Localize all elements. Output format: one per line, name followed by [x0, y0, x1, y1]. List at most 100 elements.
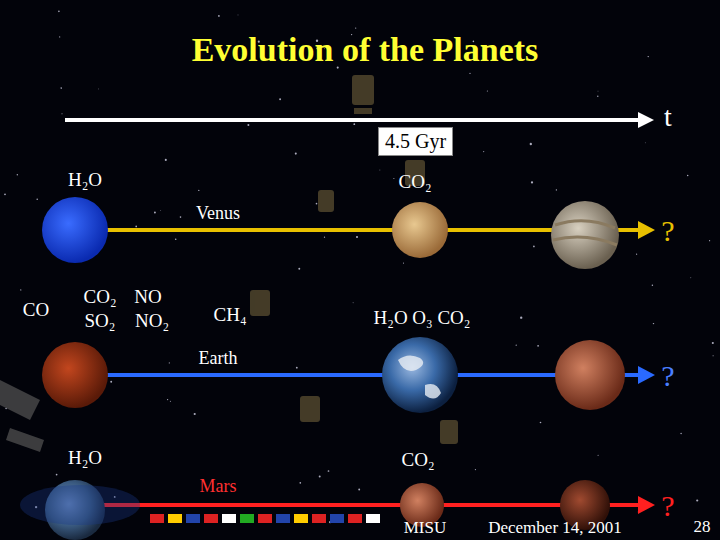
axis-label: t: [664, 102, 672, 133]
star: [296, 367, 298, 369]
star: [475, 469, 476, 470]
star: [295, 153, 297, 155]
star: [709, 240, 710, 241]
star: [597, 90, 599, 92]
star: [352, 302, 354, 304]
cloud-band: [553, 221, 617, 245]
planet-name: Mars: [200, 477, 237, 497]
star: [713, 355, 714, 356]
star: [4, 193, 6, 195]
venus-image: [392, 202, 448, 258]
star: [36, 199, 38, 201]
molecule: NO₂: [135, 311, 169, 332]
star: [58, 10, 60, 12]
arrowhead: [638, 366, 655, 384]
logo-shape: [20, 485, 140, 525]
star: [328, 470, 330, 472]
star: [17, 174, 18, 175]
venus-image: [551, 201, 619, 269]
star: [597, 96, 598, 97]
page-number: 28: [694, 518, 711, 537]
mars-track: [75, 503, 642, 507]
star: [135, 226, 137, 228]
molecule: CO₂: [398, 172, 431, 193]
date: December 14, 2001: [488, 519, 622, 538]
star-field: [4, 10, 714, 523]
early-venus: [42, 197, 108, 263]
arrowhead: [638, 112, 654, 128]
time-box: 4.5 Gyr: [378, 127, 453, 156]
molecule: H₂O O₃ CO₂: [374, 308, 471, 329]
molecule: CO₂: [83, 287, 116, 308]
star: [644, 142, 646, 144]
planet-name: Earth: [199, 349, 238, 369]
spacecraft: [250, 75, 458, 444]
star: [56, 474, 58, 476]
star: [169, 362, 170, 363]
star: [652, 284, 653, 285]
star: [319, 476, 321, 478]
star: [160, 210, 162, 212]
star: [20, 289, 21, 290]
star: [516, 345, 517, 346]
star: [556, 189, 557, 190]
star: [680, 433, 681, 434]
molecule: CO₂: [401, 450, 434, 471]
star: [393, 178, 394, 179]
satellite: [0, 380, 44, 452]
star: [712, 342, 714, 344]
molecule: SO₂: [85, 311, 116, 332]
molecule: H₂O: [68, 170, 102, 191]
star: [175, 238, 177, 240]
star: [469, 73, 470, 74]
question-mark: ?: [661, 489, 674, 522]
molecule: H₂O: [68, 448, 102, 469]
star: [403, 263, 404, 264]
molecule: NO: [134, 287, 161, 308]
clouds: [398, 355, 441, 398]
early-earth: [42, 342, 108, 408]
star: [299, 482, 301, 484]
star: [167, 399, 168, 400]
star: [237, 14, 239, 16]
question-mark: ?: [661, 214, 674, 247]
star: [531, 181, 533, 183]
star: [316, 203, 318, 205]
star: [483, 151, 484, 152]
star: [355, 27, 356, 28]
star: [358, 489, 360, 491]
star: [154, 212, 156, 214]
star: [279, 98, 281, 100]
star: [687, 175, 689, 177]
planet-name: Venus: [196, 204, 240, 224]
star: [540, 422, 542, 424]
star: [170, 401, 171, 402]
star: [110, 381, 112, 383]
star: [520, 317, 522, 319]
star: [98, 88, 100, 90]
star: [180, 216, 182, 218]
star: [61, 113, 62, 114]
star: [353, 123, 355, 125]
star: [198, 190, 199, 191]
star: [165, 159, 167, 161]
star: [59, 36, 60, 37]
question-mark: ?: [661, 359, 674, 392]
star: [647, 56, 648, 57]
star: [533, 246, 535, 248]
star: [636, 254, 637, 255]
star: [487, 90, 488, 91]
institute: MISU: [404, 519, 447, 538]
star: [194, 413, 196, 415]
star: [598, 455, 599, 456]
star: [298, 268, 300, 270]
star: [537, 345, 539, 347]
time-label: 4.5 Gyr: [385, 130, 446, 152]
star: [356, 236, 358, 238]
star: [60, 87, 62, 89]
star: [247, 124, 249, 126]
star: [653, 323, 654, 324]
star: [530, 143, 532, 145]
